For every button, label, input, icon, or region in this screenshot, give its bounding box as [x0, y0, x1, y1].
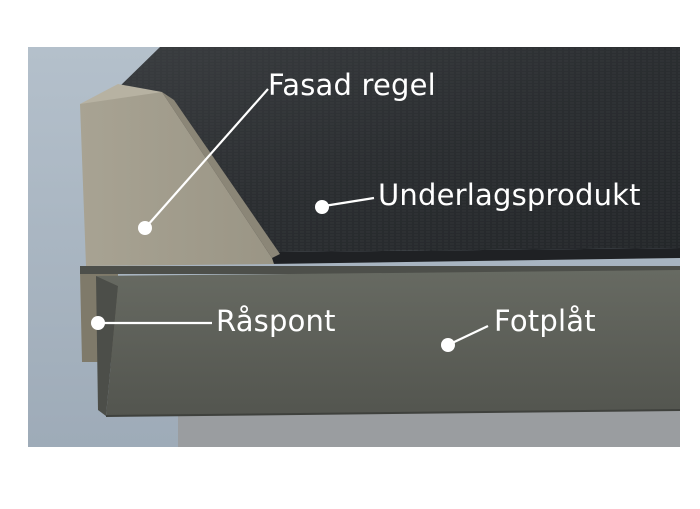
label-raspont: Råspont: [216, 304, 336, 338]
fotplat-pointer-line: [449, 325, 489, 345]
fotplat-bottom-edge: [105, 409, 681, 417]
raspont-shadow: [80, 266, 680, 274]
fascia-board: [80, 92, 274, 266]
underlay-edge: [252, 238, 680, 264]
fotplat-fold: [96, 276, 118, 416]
fasad-regel-pointer-line: [146, 88, 269, 227]
fasad-regel-pointer-dot: [138, 221, 152, 235]
underlagsprodukt-pointer-line: [323, 196, 375, 208]
label-fasad-regel: Fasad regel: [268, 68, 436, 102]
fascia-board-top: [80, 84, 162, 104]
label-underlagsprodukt: Underlagsprodukt: [378, 178, 641, 212]
wall: [178, 410, 680, 447]
fotplat-plate: [96, 270, 680, 416]
fotplat-pointer-dot: [441, 338, 455, 352]
raspont-pointer-dot: [91, 316, 105, 330]
label-fotplat: Fotplåt: [494, 304, 596, 338]
underlagsprodukt-pointer-dot: [315, 200, 329, 214]
fascia-board-edge: [162, 92, 280, 258]
